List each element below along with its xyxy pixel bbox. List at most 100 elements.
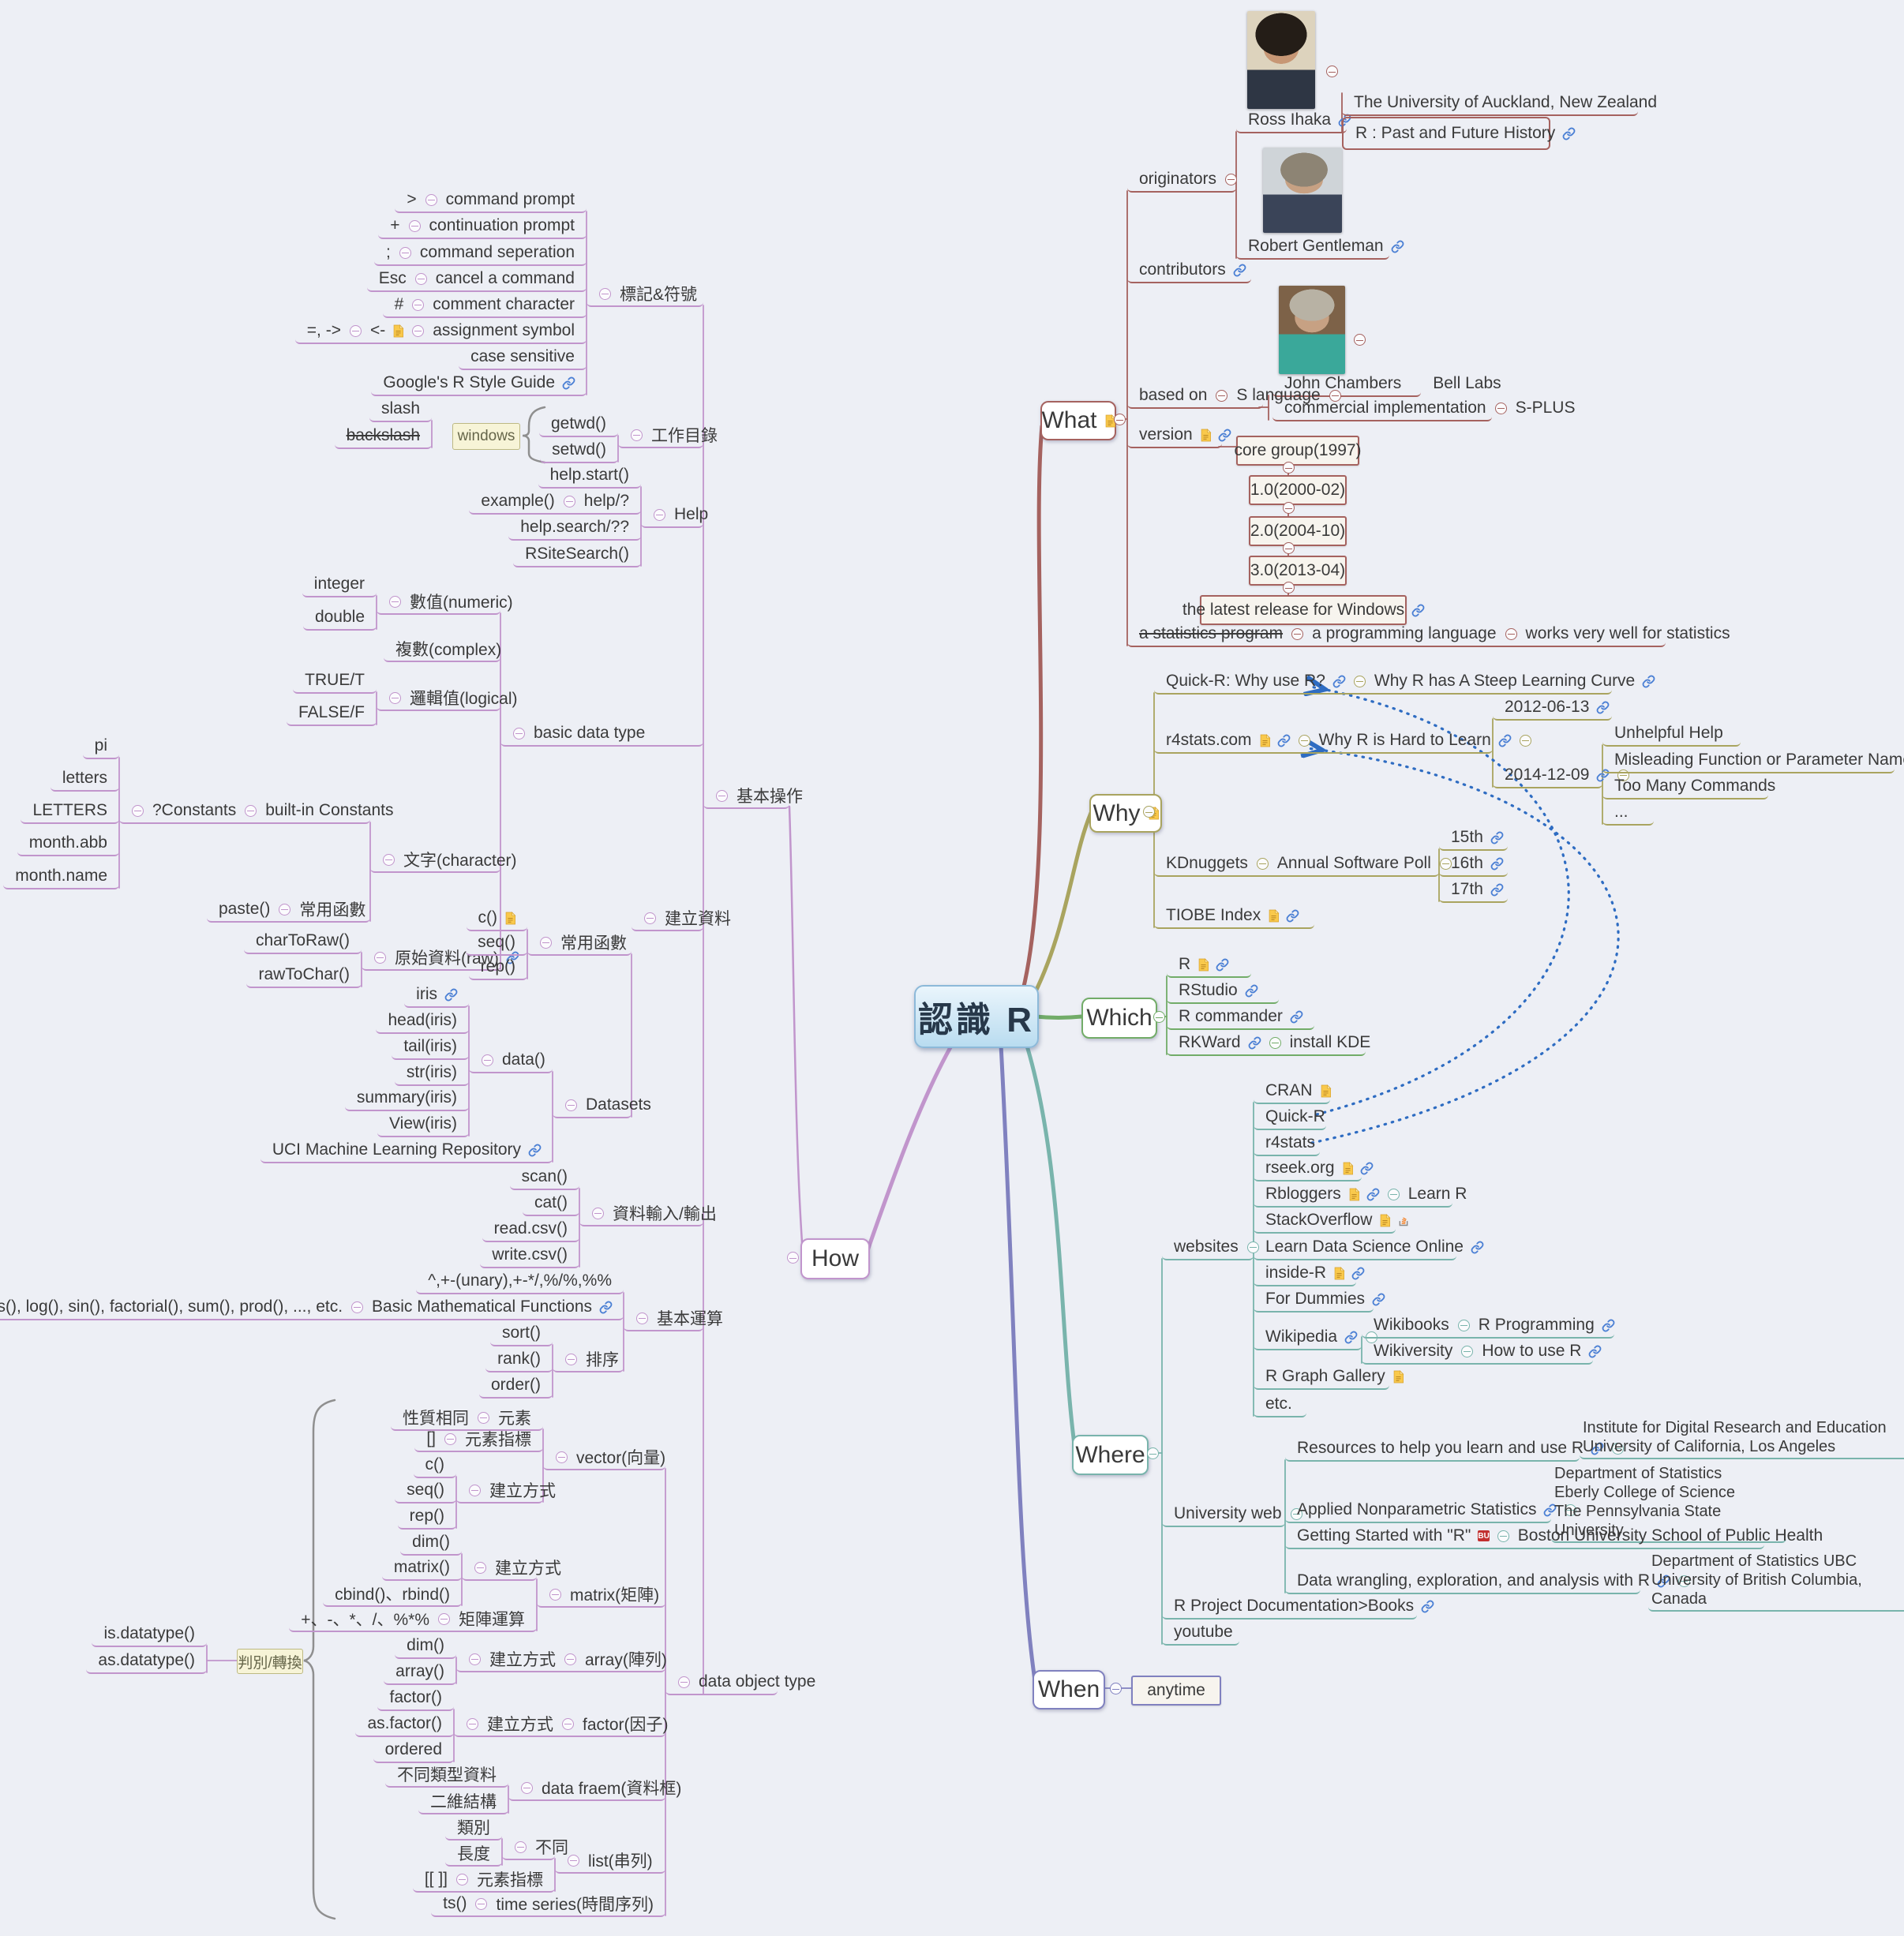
hyperlink-icon[interactable] (1360, 1162, 1374, 1175)
help-topic[interactable]: Help (641, 503, 708, 528)
websites[interactable]: websites (1162, 1235, 1259, 1260)
hyperlink-icon[interactable] (1591, 1442, 1604, 1455)
ross-ihaka-photo-image[interactable] (1247, 11, 1315, 109)
order-fn[interactable]: order() (478, 1373, 553, 1399)
expander-icon[interactable] (1283, 462, 1295, 474)
etc[interactable]: etc. (1254, 1392, 1306, 1417)
uci-repository[interactable]: UCI Machine Learning Repository (260, 1138, 553, 1163)
month-name[interactable]: month.name (3, 864, 119, 889)
which-r[interactable]: R (1167, 953, 1251, 978)
matrix[interactable]: matrix(矩陣) (537, 1582, 665, 1608)
paste-fn[interactable]: paste()常用函數 (207, 897, 370, 923)
r-commander[interactable]: R commander (1167, 1005, 1314, 1030)
data-object-type[interactable]: data object type (665, 1670, 815, 1695)
expander-icon[interactable] (1291, 627, 1304, 640)
too-many-commands[interactable]: Too Many Commands (1602, 774, 1775, 799)
expander-icon[interactable] (1143, 806, 1155, 818)
logical[interactable]: 邏輯值(logical) (377, 686, 518, 711)
expander-icon[interactable] (540, 936, 552, 949)
expander-icon[interactable] (1457, 1319, 1470, 1331)
rsitesearch[interactable]: RSiteSearch() (513, 542, 641, 567)
expander-icon[interactable] (563, 495, 575, 507)
hyperlink-icon[interactable] (1351, 1267, 1365, 1280)
common-fns[interactable]: 常用函數 (527, 931, 632, 956)
rawtochar[interactable]: rawToChar() (246, 963, 362, 988)
resources-ucla[interactable]: Resources to help you learn and use R (1285, 1436, 1625, 1462)
hyperlink-icon[interactable] (1344, 1331, 1358, 1344)
contributors[interactable]: contributors (1127, 258, 1251, 283)
hyperlink-icon[interactable] (1657, 1575, 1670, 1588)
hyperlink-icon[interactable] (1543, 1503, 1557, 1517)
topic-how[interactable]: How (800, 1238, 870, 1279)
cat-fn[interactable]: cat() (523, 1191, 579, 1216)
dim-arr[interactable]: dim() (395, 1634, 456, 1659)
chartoraw[interactable]: charToRaw() (243, 929, 362, 954)
expander-icon[interactable] (1153, 1011, 1165, 1023)
expander-icon[interactable] (654, 508, 665, 521)
rep-vec[interactable]: rep() (397, 1504, 456, 1530)
write-csv[interactable]: write.csv() (480, 1243, 579, 1268)
hyperlink-icon[interactable] (1588, 1345, 1602, 1358)
hyperlink-icon[interactable] (444, 988, 458, 1002)
rank-fn[interactable]: rank() (485, 1347, 553, 1372)
sorting[interactable]: 排序 (553, 1347, 624, 1372)
expander-icon[interactable] (1612, 1442, 1625, 1455)
numeric[interactable]: 數值(numeric) (377, 590, 513, 615)
expander-icon[interactable] (1225, 173, 1238, 185)
more-reasons[interactable]: ... (1602, 800, 1654, 826)
operators[interactable]: ^,+-(unary),+-*/,%/%,%% (416, 1269, 624, 1294)
university-web[interactable]: University web (1162, 1502, 1302, 1527)
length[interactable]: 長度 (445, 1841, 502, 1867)
expander-icon[interactable] (1298, 734, 1310, 747)
hyperlink-icon[interactable] (1490, 857, 1504, 871)
expander-icon[interactable] (425, 193, 437, 206)
topic-which[interactable]: Which (1081, 998, 1157, 1039)
data-io[interactable]: 資料輸入/輸出 (579, 1201, 717, 1226)
youtube[interactable]: youtube (1162, 1620, 1239, 1646)
expander-icon[interactable] (1387, 1188, 1400, 1200)
hyperlink-icon[interactable] (1372, 1293, 1385, 1306)
expander-icon[interactable] (1461, 1345, 1474, 1357)
complex[interactable]: 複數(complex) (384, 637, 501, 662)
factor-fn[interactable]: factor() (377, 1686, 454, 1711)
expander-icon[interactable] (1519, 734, 1531, 747)
anytime[interactable]: anytime (1131, 1676, 1221, 1706)
hyperlink-icon[interactable] (1218, 429, 1231, 442)
univ-auckland[interactable]: The University of Auckland, New Zealand (1342, 91, 1657, 116)
tiobe-index[interactable]: TIOBE Index (1154, 904, 1314, 929)
vector[interactable]: vector(向量) (543, 1445, 665, 1470)
data-wrangling[interactable]: Data wrangling, exploration, and analysi… (1285, 1569, 1691, 1594)
integer[interactable]: integer (302, 572, 377, 597)
category[interactable]: 類別 (445, 1815, 502, 1841)
expander-icon[interactable] (412, 324, 425, 337)
basic-operations[interactable]: 基本操作 (703, 784, 803, 809)
help-start[interactable]: help.start() (538, 463, 641, 489)
expander-icon[interactable] (564, 1653, 576, 1665)
create-mat[interactable]: 建立方式 (462, 1556, 561, 1581)
summary-iris[interactable]: summary(iris) (344, 1086, 469, 1111)
expander-icon[interactable] (1114, 414, 1126, 425)
hyperlink-icon[interactable] (1391, 240, 1404, 253)
expander-icon[interactable] (549, 1588, 561, 1601)
expander-icon[interactable] (599, 287, 611, 300)
expander-icon[interactable] (1497, 1530, 1509, 1542)
expander-icon[interactable] (1147, 1447, 1159, 1459)
expander-icon[interactable] (469, 1653, 481, 1665)
pi[interactable]: pi (82, 734, 119, 759)
google-style-guide[interactable]: Google's R Style Guide (371, 371, 587, 396)
sort-fn[interactable]: sort() (490, 1321, 553, 1346)
expander-icon[interactable] (438, 1612, 450, 1625)
expander-icon[interactable] (467, 1717, 478, 1730)
expander-icon[interactable] (474, 1561, 486, 1574)
poll-17th[interactable]: 17th (1439, 878, 1508, 903)
example-help[interactable]: example()help/? (469, 489, 641, 515)
quick-r-site[interactable]: Quick-R (1254, 1105, 1326, 1130)
hyperlink-icon[interactable] (1245, 984, 1258, 998)
expander-icon[interactable] (1283, 582, 1295, 594)
expander-icon[interactable] (475, 1897, 488, 1910)
datasets[interactable]: Datasets (553, 1093, 651, 1118)
